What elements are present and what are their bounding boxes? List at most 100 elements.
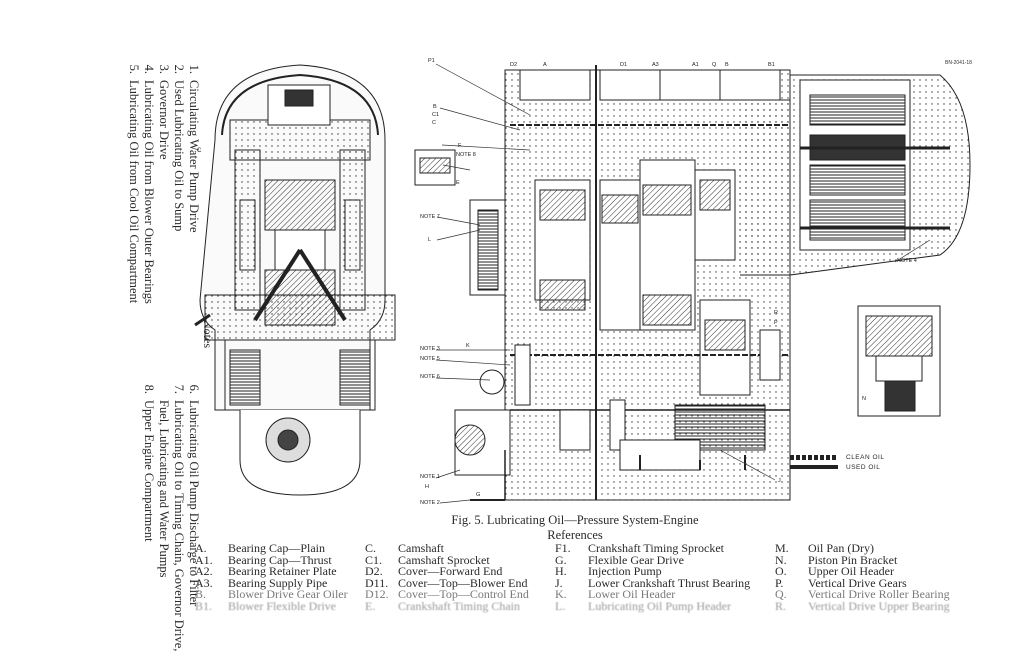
reference-key: L. (555, 598, 566, 613)
label-d2: D2 (510, 62, 518, 68)
label-note-1: NOTE 1 (420, 474, 440, 480)
reference-text: Lower Oil Header (588, 587, 676, 602)
reference-text: Camshaft Sprocket (398, 552, 490, 567)
reference-text: Lubricating Oil Pump Header (588, 598, 731, 613)
reference-item: G. Flexible Gear Drive (555, 552, 750, 567)
label-note-7: NOTE 7 (420, 214, 440, 220)
piston-inset (857, 305, 941, 417)
reference-text: Cover—Top—Control End (398, 587, 529, 602)
reference-key: O. (775, 564, 787, 579)
legend-used-oil: USED OIL (790, 462, 884, 472)
label-q: Q (712, 62, 717, 68)
reference-text: Blower Flexible Drive (228, 598, 336, 613)
label-k: K (466, 343, 470, 349)
reference-key: G. (555, 552, 567, 567)
reference-text: Cover—Forward End (398, 564, 503, 579)
label-a: A (543, 62, 547, 68)
label-note-5: NOTE 5 (420, 356, 440, 362)
reference-key: C1. (365, 552, 383, 567)
reference-key: E. (365, 598, 376, 613)
reference-key: M. (775, 541, 789, 555)
label-note-6: NOTE 6 (420, 374, 440, 380)
label-h: H (425, 484, 429, 490)
label-note-3: NOTE 3 (420, 346, 440, 352)
reference-text: Camshaft (398, 541, 444, 555)
reference-text: Bearing Retainer Plate (228, 564, 337, 579)
label-r: R (774, 310, 778, 316)
reference-text: Bearing Cap—Thrust (228, 552, 332, 567)
reference-key: Q. (775, 587, 787, 602)
reference-key: R. (775, 598, 787, 613)
reference-item: R.Vertical Drive Upper Bearing (775, 598, 950, 613)
reference-key: B1. (195, 598, 213, 613)
reference-key: J. (555, 575, 563, 590)
reference-text: Vertical Drive Roller Bearing (808, 587, 950, 602)
reference-text: Upper Oil Header (808, 564, 894, 579)
reference-text: Injection Pump (588, 564, 662, 579)
reference-item: H. Injection Pump (555, 564, 750, 579)
reference-key: A3. (195, 575, 213, 590)
reference-item: A.Bearing Cap—Plain (195, 541, 348, 555)
page: Notes 1.Circulating Water Pump Drive2.Us… (127, 58, 995, 651)
left-view-label-c: C (197, 148, 202, 154)
reference-text: Oil Pan (Dry) (808, 541, 874, 555)
label-note-4: NOTE 4 (897, 258, 917, 264)
reference-key: P. (775, 575, 784, 590)
reference-item: D2. Cover—Forward End (365, 564, 529, 579)
label-a3: A3 (652, 62, 659, 68)
reference-key: D11. (365, 575, 389, 590)
reference-key: A1. (195, 552, 213, 567)
reference-text: Bearing Supply Pipe (228, 575, 328, 590)
clean-oil-swatch (790, 454, 838, 460)
label-d1: D1 (620, 62, 628, 68)
reference-key: C. (365, 541, 377, 555)
reference-item: A3. Bearing Supply Pipe (195, 575, 348, 590)
reference-item: D11. Cover—Top—Blower End (365, 575, 529, 590)
legend-clean-oil: CLEAN OIL (790, 452, 884, 462)
label-n: N (862, 396, 866, 402)
reference-item: Q. Vertical Drive Roller Bearing (775, 589, 950, 601)
reference-text: Piston Pin Bracket (808, 552, 898, 567)
reference-item: P.Vertical Drive Gears (775, 575, 950, 590)
figure-caption: Fig. 5. Lubricating Oil—Pressure System-… (400, 513, 750, 543)
cross-section-view: C (194, 64, 396, 496)
label-b1: B1 (768, 62, 775, 68)
legend-clean-label: CLEAN OIL (846, 453, 885, 461)
reference-key: A2. (195, 564, 213, 579)
reference-text: Flexible Gear Drive (588, 552, 684, 567)
figure-tag: BN-2041-18 (945, 60, 972, 66)
label-f: F (458, 143, 462, 149)
reference-item: A1. Bearing Cap—Thrust (195, 552, 348, 567)
reference-item: F1.Crankshaft Timing Sprocket (555, 541, 750, 555)
label-note-2: NOTE 2 (420, 500, 440, 506)
label-j: J (778, 478, 781, 484)
legend-used-label: USED OIL (846, 463, 881, 471)
label-c1: C1 (432, 112, 440, 118)
label-b-left: B (433, 104, 437, 110)
caption-subtitle: References (547, 528, 603, 542)
label-note-8: NOTE 8 (456, 152, 476, 158)
reference-text: Cover—Top—Blower End (398, 575, 528, 590)
reference-key: D2. (365, 564, 383, 579)
label-e: E (456, 180, 460, 186)
reference-key: N. (775, 552, 787, 567)
reference-item: K.Lower Oil Header (555, 589, 750, 601)
reference-text: Crankshaft Timing Chain (398, 598, 521, 613)
reference-key: H. (555, 564, 567, 579)
reference-key: A. (195, 541, 207, 555)
reference-key: B. (195, 587, 207, 602)
reference-item: C. Camshaft (365, 541, 529, 555)
engine-diagram: C (194, 63, 971, 504)
label-g: G (476, 492, 481, 498)
label-l: L (428, 237, 432, 243)
label-a1: A1 (692, 62, 699, 68)
reference-text: Lower Crankshaft Thrust Bearing (588, 575, 751, 590)
caption-title: Fig. 5. Lubricating Oil—Pressure System-… (451, 513, 699, 527)
reference-item: L. Lubricating Oil Pump Header (555, 598, 750, 613)
leader-lines (435, 63, 931, 504)
reference-key: F1. (555, 541, 571, 555)
